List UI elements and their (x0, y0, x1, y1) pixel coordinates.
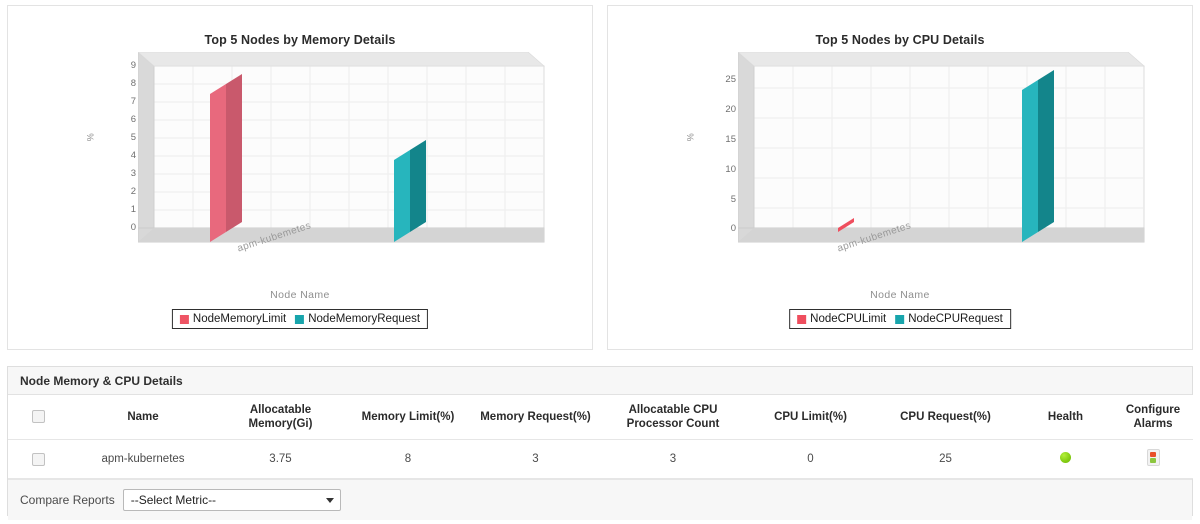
cpu-plot-area (738, 52, 1145, 243)
memory-ytick: 2 (106, 187, 141, 197)
select-all-checkbox[interactable] (31, 410, 45, 424)
memory-plot-area (138, 52, 545, 243)
cpu-ytick: 10 (706, 165, 741, 175)
memory-ytick: 0 (106, 223, 141, 233)
cpu-ytick: 5 (706, 195, 741, 205)
col-header-memory-limit[interactable]: Memory Limit(%) (343, 395, 473, 440)
traffic-light-red (1150, 452, 1156, 457)
cell-health (1018, 439, 1113, 479)
memory-ytick: 7 (106, 97, 141, 107)
memory-chart-title: Top 5 Nodes by Memory Details (204, 33, 396, 47)
row-checkbox[interactable] (31, 452, 45, 466)
memory-x-axis-title: Node Name (270, 289, 330, 301)
legend-swatch-icon (797, 314, 807, 324)
legend-item-node-memory-request[interactable]: NodeMemoryRequest (295, 313, 420, 325)
legend-swatch-icon (895, 314, 905, 324)
memory-ytick: 9 (106, 61, 141, 71)
legend-swatch-icon (295, 314, 305, 324)
legend-label: NodeCPURequest (908, 313, 1003, 325)
select-all-header (8, 395, 68, 440)
cpu-y-axis-unit: % (685, 132, 696, 142)
cpu-y-ticks: 25 20 15 10 5 0 (704, 48, 741, 234)
table-card-title: Node Memory & CPU Details (8, 367, 1192, 395)
traffic-light-green (1150, 458, 1156, 463)
memory-chart-legend: NodeMemoryLimit NodeMemoryRequest (171, 309, 429, 329)
cell-name: apm-kubernetes (68, 439, 218, 479)
col-header-health[interactable]: Health (1018, 395, 1113, 440)
cell-cpu-request: 25 (873, 439, 1018, 479)
legend-item-node-memory-limit[interactable]: NodeMemoryLimit (179, 313, 287, 325)
health-status-icon (1060, 452, 1071, 463)
bar-node-memory-request (394, 140, 426, 242)
table-row[interactable]: apm-kubernetes 3.75 8 3 3 0 25 (8, 439, 1193, 479)
memory-chart-panel: Top 5 Nodes by Memory Details % 9 8 7 6 … (7, 5, 593, 350)
col-header-allocatable-memory[interactable]: Allocatable Memory(Gi) (218, 395, 343, 440)
memory-ytick: 6 (106, 115, 141, 125)
cell-allocatable-memory: 3.75 (218, 439, 343, 479)
memory-ytick: 3 (106, 169, 141, 179)
cpu-chart-legend: NodeCPULimit NodeCPURequest (789, 309, 1011, 329)
legend-label: NodeCPULimit (810, 313, 887, 325)
cpu-chart-plot: % 25 20 15 10 5 0 (608, 48, 1192, 254)
bar-node-memory-limit (210, 74, 242, 242)
col-header-cpu-limit[interactable]: CPU Limit(%) (748, 395, 873, 440)
legend-swatch-icon (179, 314, 189, 324)
table-header-row: Name Allocatable Memory(Gi) Memory Limit… (8, 395, 1193, 440)
legend-label: NodeMemoryLimit (192, 313, 287, 325)
table-card-footer: Compare Reports --Select Metric-- (8, 479, 1192, 520)
col-header-configure-alarms[interactable]: Configure Alarms (1113, 395, 1193, 440)
memory-y-axis-unit: % (85, 132, 96, 142)
cell-allocatable-cpu: 3 (598, 439, 748, 479)
node-details-table: Name Allocatable Memory(Gi) Memory Limit… (8, 395, 1193, 479)
legend-item-node-cpu-request[interactable]: NodeCPURequest (895, 313, 1003, 325)
chevron-down-icon (325, 497, 334, 503)
memory-ytick: 4 (106, 151, 141, 161)
cpu-chart-panel: Top 5 Nodes by CPU Details % 25 20 15 10… (607, 5, 1193, 350)
row-select-cell (8, 439, 68, 479)
compare-reports-label: Compare Reports (20, 493, 115, 507)
cpu-ytick: 20 (706, 105, 741, 115)
legend-item-node-cpu-limit[interactable]: NodeCPULimit (797, 313, 886, 325)
col-header-memory-request[interactable]: Memory Request(%) (473, 395, 598, 440)
cpu-x-axis-title: Node Name (870, 289, 930, 301)
cpu-ytick: 15 (706, 135, 741, 145)
traffic-light-icon[interactable] (1146, 449, 1160, 466)
col-header-cpu-request[interactable]: CPU Request(%) (873, 395, 1018, 440)
memory-chart-plot: % 9 8 7 6 5 4 3 2 1 0 (8, 48, 592, 254)
memory-ytick: 1 (106, 205, 141, 215)
charts-row: Top 5 Nodes by Memory Details % 9 8 7 6 … (7, 5, 1193, 350)
col-header-allocatable-cpu[interactable]: Allocatable CPU Processor Count (598, 395, 748, 440)
cpu-chart-title: Top 5 Nodes by CPU Details (815, 33, 985, 47)
memory-y-ticks: 9 8 7 6 5 4 3 2 1 0 (104, 48, 141, 233)
cell-memory-limit: 8 (343, 439, 473, 479)
bar-node-cpu-limit (838, 218, 854, 232)
col-header-name[interactable]: Name (68, 395, 218, 440)
cpu-ytick: 0 (706, 224, 741, 234)
memory-ytick: 8 (106, 79, 141, 89)
node-details-table-card: Node Memory & CPU Details Nam (7, 366, 1193, 520)
compare-metric-select[interactable]: --Select Metric-- (122, 489, 341, 511)
cell-cpu-limit: 0 (748, 439, 873, 479)
legend-label: NodeMemoryRequest (308, 313, 421, 325)
cell-configure-alarms (1113, 439, 1193, 479)
bar-node-cpu-request (1022, 70, 1054, 242)
memory-ytick: 5 (106, 133, 141, 143)
cell-memory-request: 3 (473, 439, 598, 479)
cpu-ytick: 25 (706, 75, 741, 85)
compare-metric-value: --Select Metric-- (130, 493, 217, 507)
